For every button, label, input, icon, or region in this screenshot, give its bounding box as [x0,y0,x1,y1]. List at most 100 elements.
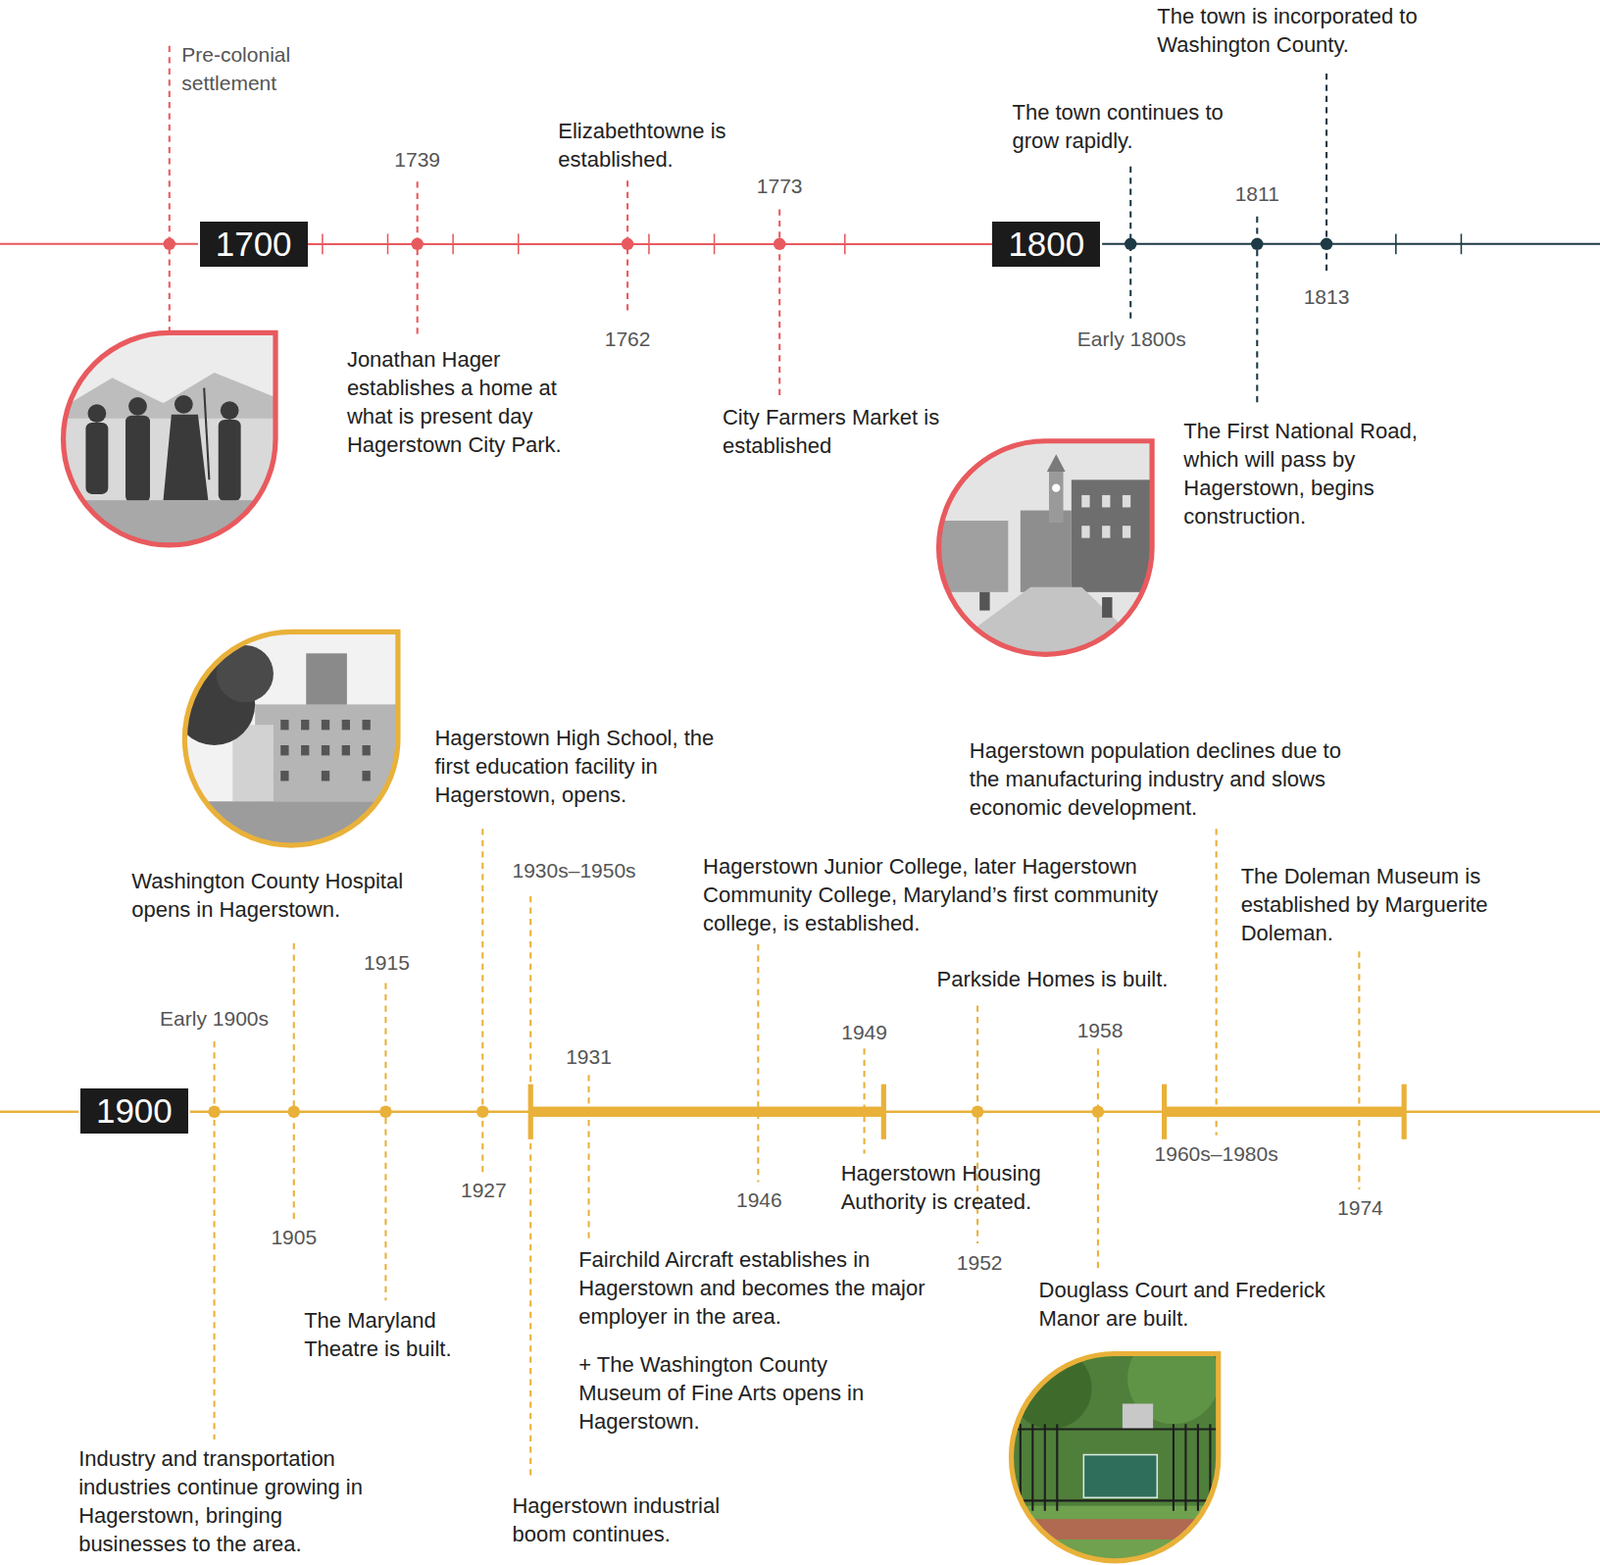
tick-mark [1395,233,1398,254]
photo-window [361,719,370,730]
photo-window [300,745,309,755]
date-label: 1813 [1303,282,1350,311]
event-label: Parkside Homes is built. [936,964,1168,994]
leader-line [756,944,759,1183]
leader-line [481,828,484,1172]
event-label: The town continues to grow rapidly. [1011,98,1242,155]
year-heading: 1900 [96,1091,173,1130]
date-label: 1931 [565,1042,612,1071]
event-label: Hagerstown industrial boom continues. [511,1491,767,1549]
leader-line [778,208,781,399]
period-cap [1401,1084,1407,1140]
photo-building [254,703,399,801]
photo-clock-tower [1047,453,1066,472]
year-box: 1800 [992,221,1100,267]
date-label: 1952 [956,1248,1003,1277]
date-label: 1905 [270,1222,317,1251]
event-dot [476,1105,489,1118]
tick-mark [1460,233,1463,254]
photo-window [1101,495,1110,507]
date-label: 1949 [841,1017,888,1047]
event-label: Hagerstown Housing Authority is created. [841,1158,1082,1216]
photo-grass [1008,1505,1220,1563]
photo-window [280,770,289,781]
event-dot [971,1105,984,1118]
event-dot [163,238,176,250]
photo-window [361,770,370,781]
photo-window [280,745,289,755]
photo-clock [1051,483,1060,492]
period-cap [1161,1084,1167,1140]
photo-frame [184,631,399,846]
photo-window [1081,495,1090,507]
photo-fence [1031,1423,1034,1510]
photo-window [300,719,309,730]
photo-fence [1172,1423,1175,1510]
engraving-spear [203,388,209,481]
date-label: Early 1800s [1077,324,1187,353]
event-label: City Farmers Market is established [722,402,968,460]
date-label: 1960s–1980s [1154,1139,1279,1168]
timeline-axis [307,243,994,246]
date-label: 1946 [736,1185,783,1214]
photo-fence [1044,1423,1047,1510]
period-bar [530,1106,884,1117]
event-label: Fairchild Aircraft establishes in Hagers… [578,1245,931,1331]
event-label: Jonathan Hager establishes a home at wha… [347,345,607,459]
photo-window [321,719,330,730]
engraving-figure [218,419,242,501]
year-heading: 1800 [1007,224,1085,263]
leader-line [416,181,419,337]
photo-frame [939,441,1153,655]
year-heading: 1700 [215,224,293,263]
engraving-figure [128,397,148,416]
photo-sign [1083,1454,1157,1499]
event-dot [207,1105,220,1118]
photo-building [1071,479,1154,593]
leader-line [384,983,387,1301]
date-label: 1958 [1077,1015,1124,1045]
event-dot [1124,238,1137,250]
year-box: 1700 [200,221,308,267]
date-label: 1739 [394,145,441,174]
photo-window [361,745,370,755]
leader-line [168,46,171,333]
photo-person [979,592,990,611]
event-dot [1250,238,1263,250]
date-label: 1773 [756,171,803,200]
leader-line [588,1074,591,1241]
engraving-figure [163,414,209,500]
photo-window [1122,495,1131,507]
photo-fence [1055,1423,1058,1510]
event-label: The town is incorporated to Washington C… [1156,1,1433,59]
photo-frame [1010,1352,1218,1560]
photo-window [1081,525,1090,538]
leader-line [529,896,532,1477]
photo-fence [1184,1423,1187,1510]
photo-fence [1197,1423,1200,1510]
date-label: 1927 [460,1175,507,1204]
leader-line [1357,950,1360,1190]
leader-line [1097,1048,1100,1272]
date-label: 1811 [1235,179,1280,208]
event-label: Industry and transportation industries c… [78,1444,396,1558]
photo-lawn [182,800,400,848]
photo-playground [1122,1403,1153,1430]
event-dot [288,1105,300,1118]
photo-window [342,745,350,755]
event-dot [379,1105,392,1118]
photo-window [342,719,350,730]
photo-building [936,520,1008,593]
photo-clock-tower [1049,471,1064,523]
event-label: Hagerstown Junior College, later Hagerst… [702,851,1194,938]
photo-sky [936,439,1154,657]
event-dot [1092,1105,1104,1118]
event-label: The Maryland Theatre is built. [303,1305,478,1363]
period-bar [1164,1106,1405,1117]
photo-fence [1008,1427,1220,1430]
leader-line [293,943,296,1219]
date-label: 1930s–1950s [511,855,636,885]
event-label: The First National Road, which will pass… [1183,416,1444,531]
axis-line [0,1109,79,1113]
engraving-figure [85,422,108,495]
